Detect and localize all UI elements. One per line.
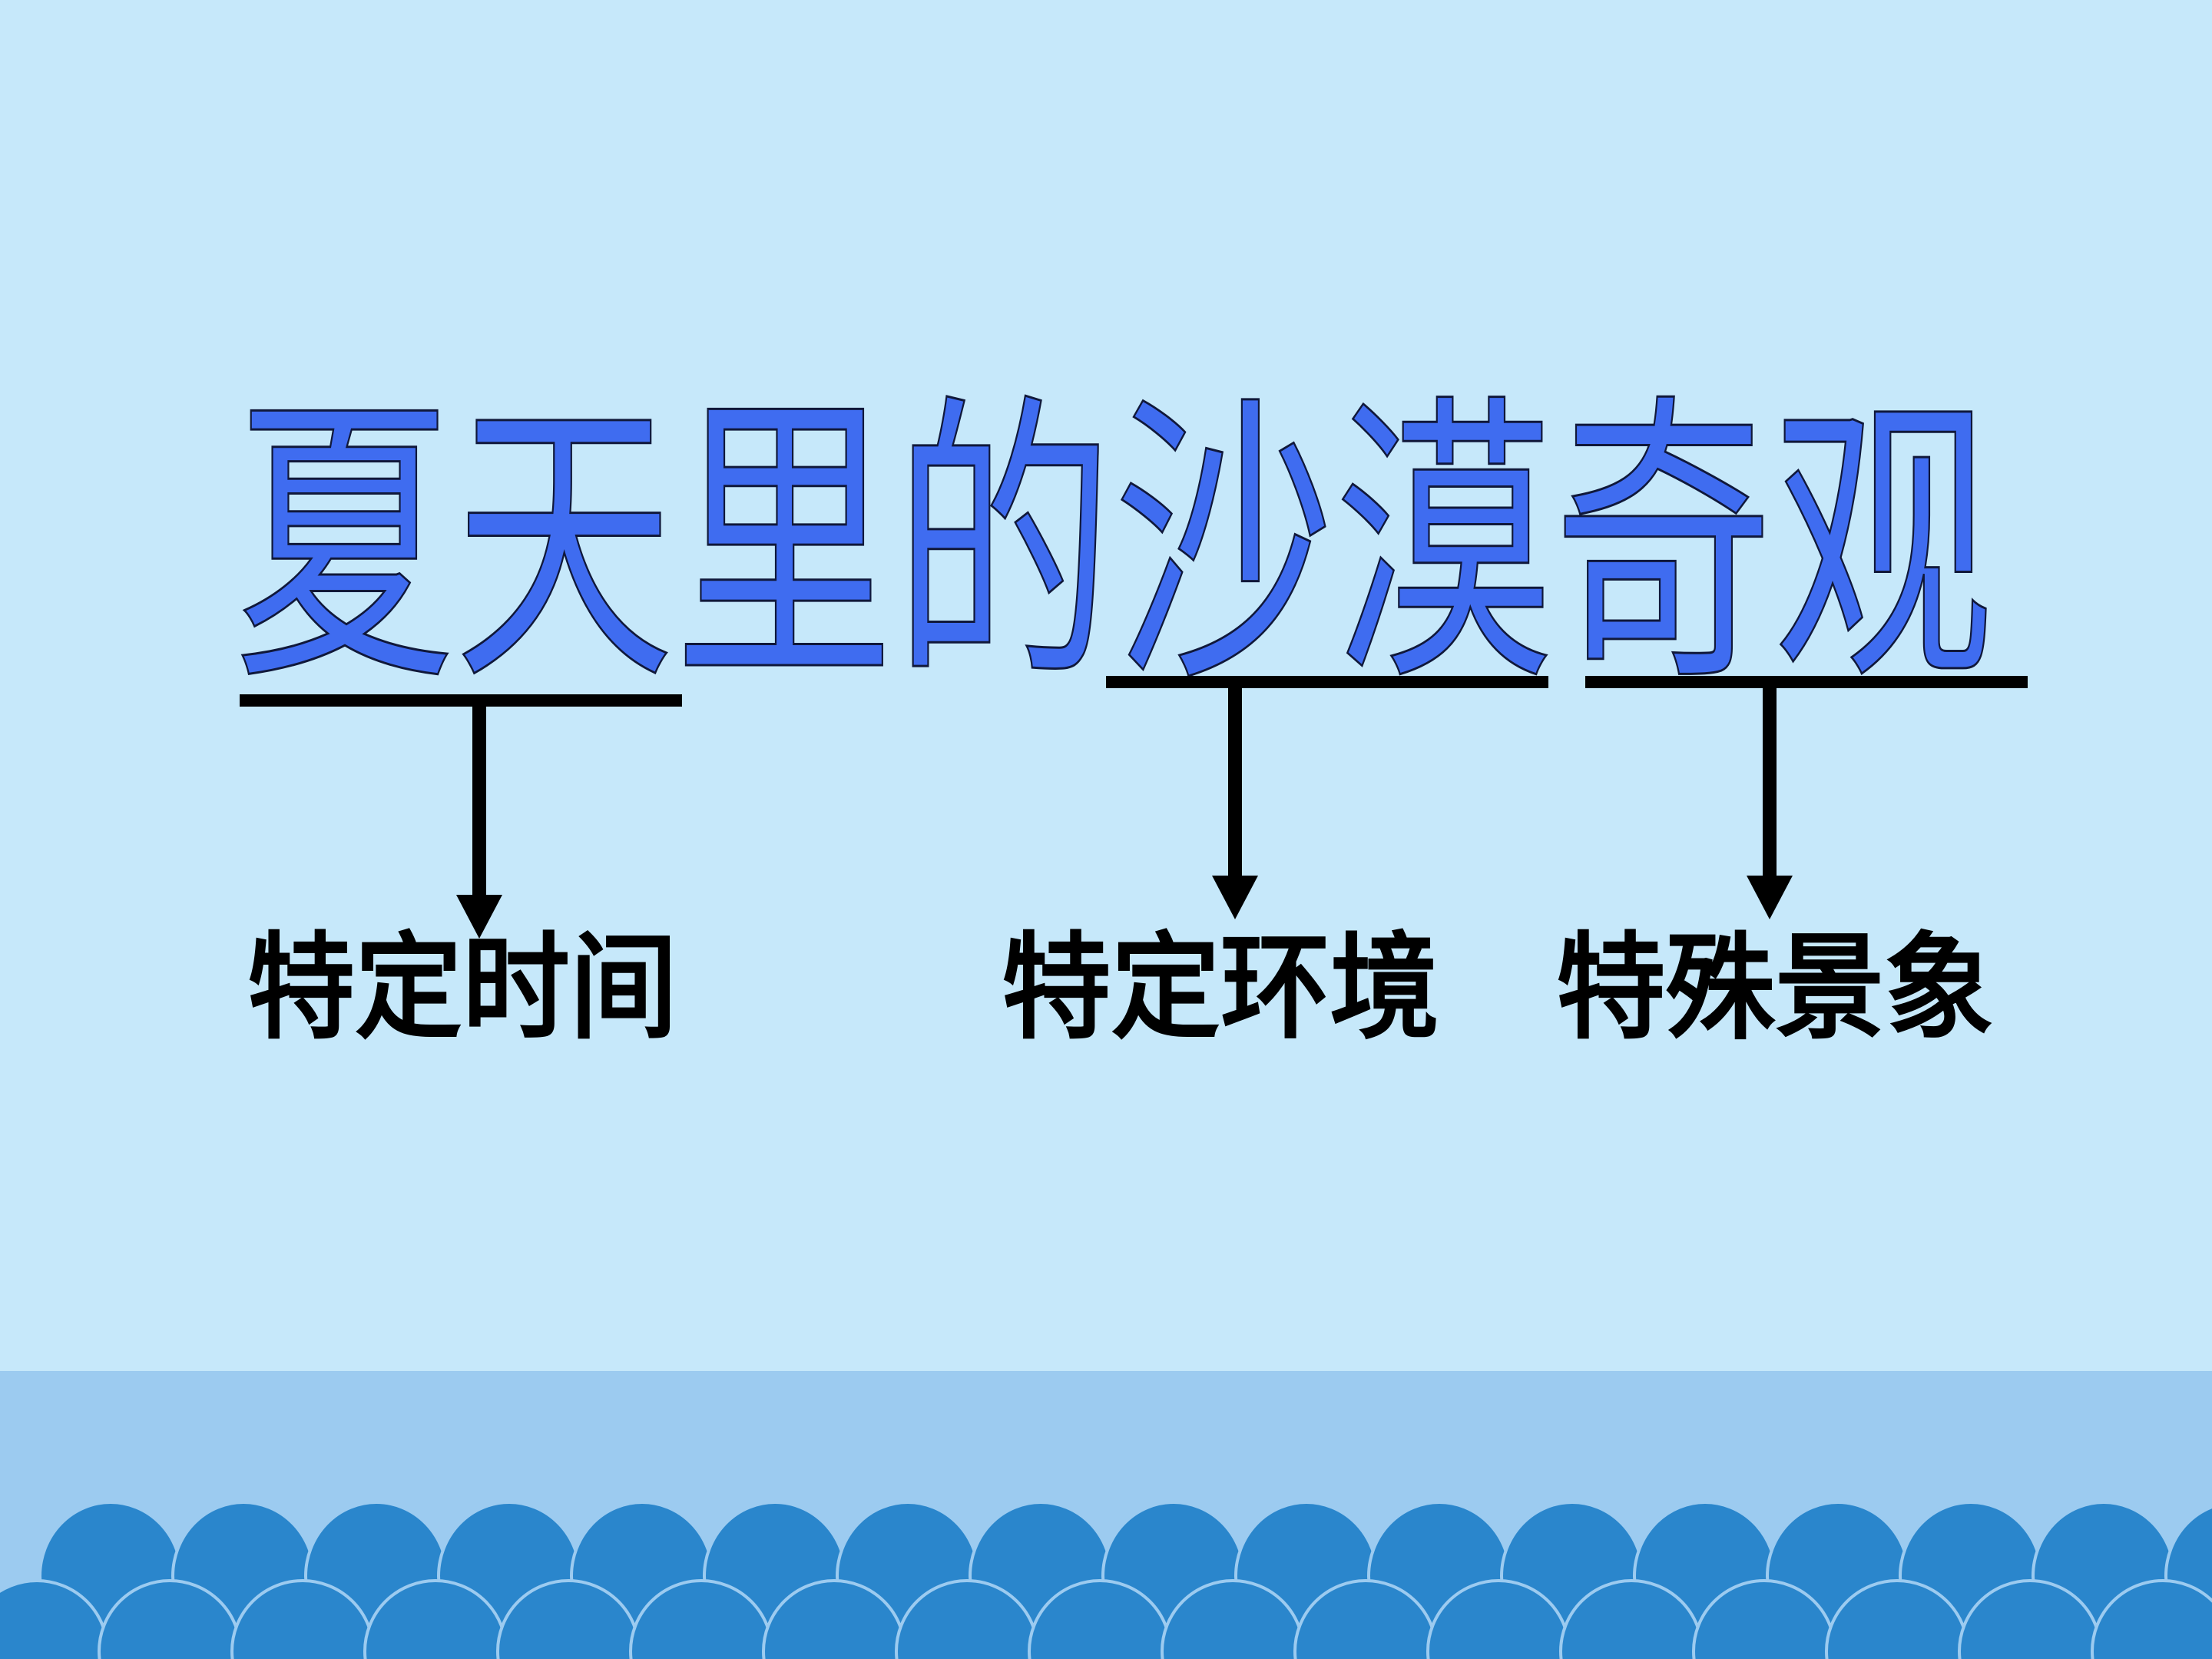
label-specific-environment: 特定环境	[1002, 920, 1439, 1055]
label-special-scene: 特殊景象	[1556, 920, 1994, 1055]
arrowhead-scene	[1747, 876, 1793, 919]
label-specific-time: 特定时间	[247, 920, 677, 1055]
wave-scallops	[0, 1501, 2212, 1659]
scallop	[2091, 1579, 2212, 1659]
slide-title: 夏天里的沙漠奇观	[234, 371, 1993, 721]
arrowhead-time	[456, 895, 502, 939]
arrowhead-environment	[1212, 876, 1258, 919]
